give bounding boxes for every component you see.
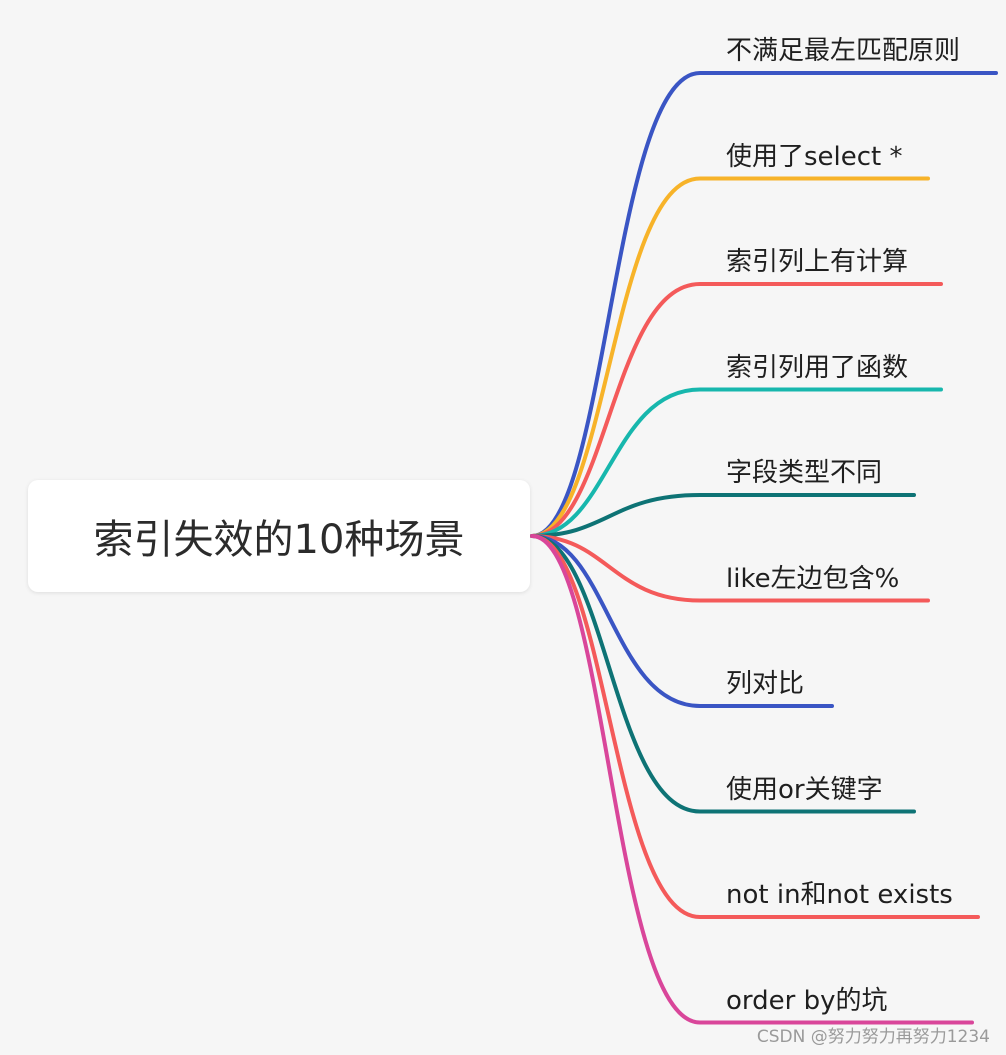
branch-node-4[interactable]: 索引列用了函数 <box>726 352 909 383</box>
branch-connector-2 <box>530 176 930 538</box>
root-title: 索引失效的10种场景 <box>93 517 465 563</box>
branch-node-9[interactable]: not in和not exists <box>726 880 953 910</box>
branch-node-3[interactable]: 索引列上有计算 <box>726 247 909 277</box>
branch-connector-4 <box>530 387 943 538</box>
branch-node-1[interactable]: 不满足最左匹配原则 <box>726 36 961 66</box>
branch-connector-3 <box>530 282 943 538</box>
branch-node-7[interactable]: 列对比 <box>726 669 805 699</box>
branch-connector-10 <box>530 534 974 1025</box>
branch-node-5[interactable]: 字段类型不同 <box>726 458 883 488</box>
branch-connector-9 <box>530 534 980 919</box>
branch-node-2[interactable]: 使用了select * <box>726 141 903 172</box>
branch-node-6[interactable]: like左边包含% <box>726 563 900 594</box>
watermark: CSDN @努力努力再努力1234 <box>756 1027 990 1047</box>
branch-connector-1 <box>530 71 998 538</box>
branch-node-8[interactable]: 使用or关键字 <box>726 774 883 805</box>
branch-connector-8 <box>530 534 916 814</box>
branch-connector-6 <box>530 534 930 603</box>
branch-connector-7 <box>530 534 834 708</box>
branch-connector-5 <box>530 493 916 538</box>
branch-node-10[interactable]: order by的坑 <box>726 985 888 1016</box>
root-node[interactable]: 索引失效的10种场景 <box>28 480 530 592</box>
